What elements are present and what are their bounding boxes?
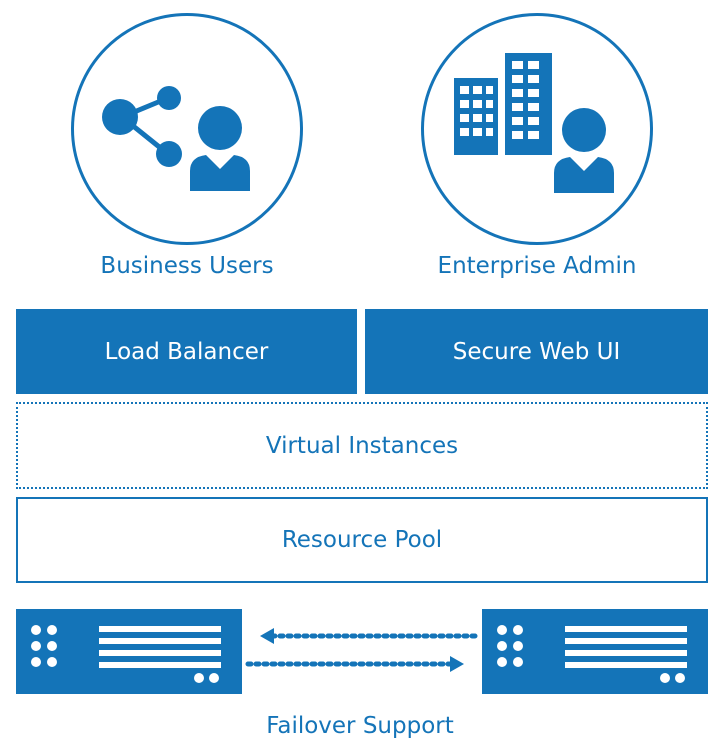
virtual-instances-box: Virtual Instances <box>16 402 708 489</box>
load-balancer-label: Load Balancer <box>104 338 269 365</box>
arrow-left-icon <box>260 628 479 644</box>
load-balancer-box: Load Balancer <box>16 309 357 394</box>
enterprise-admin-label: Enterprise Admin <box>437 253 637 279</box>
server-right <box>482 609 708 694</box>
secure-web-ui-box: Secure Web UI <box>365 309 708 394</box>
failover-arrows <box>245 628 479 672</box>
resource-pool-label: Resource Pool <box>281 527 443 553</box>
user-icon <box>554 108 614 193</box>
share-icon <box>102 86 182 167</box>
server-icon <box>31 625 221 683</box>
arrow-right-icon <box>245 656 464 672</box>
business-users-icon-group <box>102 86 250 191</box>
buildings-icon <box>454 53 552 155</box>
business-users-label: Business Users <box>100 253 274 279</box>
server-icon <box>497 625 687 683</box>
business-users-circle <box>71 13 303 245</box>
enterprise-admin-icon-group <box>454 53 614 193</box>
virtual-instances-label: Virtual Instances <box>265 432 459 459</box>
failover-support-label: Failover Support <box>266 713 454 739</box>
enterprise-admin-circle <box>421 13 653 245</box>
resource-pool-box: Resource Pool <box>16 497 708 583</box>
server-left <box>16 609 242 694</box>
secure-web-ui-label: Secure Web UI <box>452 338 621 365</box>
user-icon <box>190 106 250 191</box>
